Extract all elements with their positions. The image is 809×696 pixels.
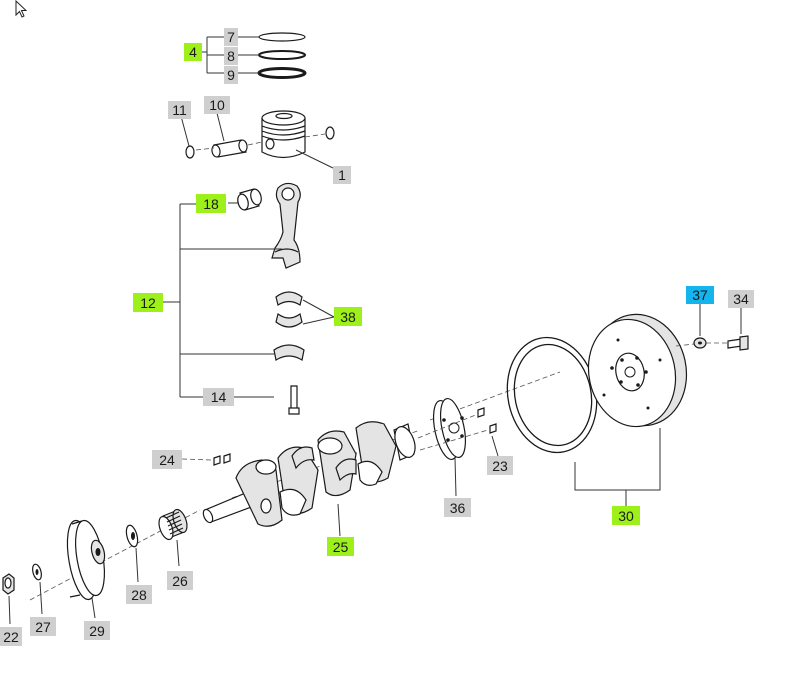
callout-27-text: 27 [35, 619, 51, 635]
callout-38-text: 38 [340, 309, 356, 325]
callout-12: 12 [133, 293, 163, 312]
callout-25: 25 [327, 537, 354, 556]
piston-rings [202, 32, 307, 79]
piston-assembly [180, 110, 335, 169]
callout-8-text: 8 [227, 48, 235, 64]
callout-26: 26 [167, 571, 193, 590]
callout-27: 27 [30, 617, 56, 636]
callout-14: 14 [203, 388, 234, 406]
callout-11: 11 [168, 101, 191, 119]
callout-25-text: 25 [333, 539, 349, 555]
callout-18-text: 18 [203, 196, 219, 212]
callout-18: 18 [196, 194, 226, 213]
callout-23: 23 [487, 456, 513, 475]
callout-1: 1 [333, 166, 351, 184]
callout-7-text: 7 [227, 29, 235, 45]
callout-4-text: 4 [189, 44, 197, 60]
callout-22: 22 [0, 627, 22, 646]
callout-36: 36 [444, 498, 471, 517]
callout-26-text: 26 [172, 573, 188, 589]
callout-23-text: 23 [492, 458, 508, 474]
callout-30: 30 [612, 506, 640, 525]
callout-12-text: 12 [140, 295, 156, 311]
callout-10: 10 [204, 96, 230, 114]
callout-22-text: 22 [3, 629, 19, 645]
arrow-cursor-icon [15, 0, 28, 18]
callout-24-text: 24 [159, 452, 175, 468]
callout-10-text: 10 [209, 97, 225, 113]
callout-34: 34 [728, 290, 754, 308]
callout-9: 9 [224, 66, 238, 84]
callout-29-text: 29 [89, 623, 105, 639]
callout-29: 29 [84, 621, 110, 640]
callout-30-text: 30 [618, 508, 634, 524]
callout-37-text: 37 [692, 287, 708, 303]
connecting-rod-group [163, 182, 335, 415]
callout-8: 8 [224, 47, 238, 65]
callout-36-text: 36 [450, 500, 466, 516]
callout-37: 37 [686, 286, 714, 304]
callout-11-text: 11 [172, 102, 187, 118]
callout-9-text: 9 [227, 67, 235, 83]
crankshaft [29, 371, 561, 601]
callout-4: 4 [184, 43, 202, 61]
front-end-parts [2, 453, 231, 625]
callout-7: 7 [224, 28, 238, 46]
callout-28: 28 [126, 585, 152, 604]
callout-14-text: 14 [211, 389, 227, 405]
callout-24: 24 [152, 450, 182, 469]
rear-end-parts [417, 304, 749, 506]
callout-34-text: 34 [733, 291, 749, 307]
callout-38: 38 [334, 307, 362, 326]
callout-1-text: 1 [338, 167, 346, 183]
callout-28-text: 28 [131, 587, 147, 603]
